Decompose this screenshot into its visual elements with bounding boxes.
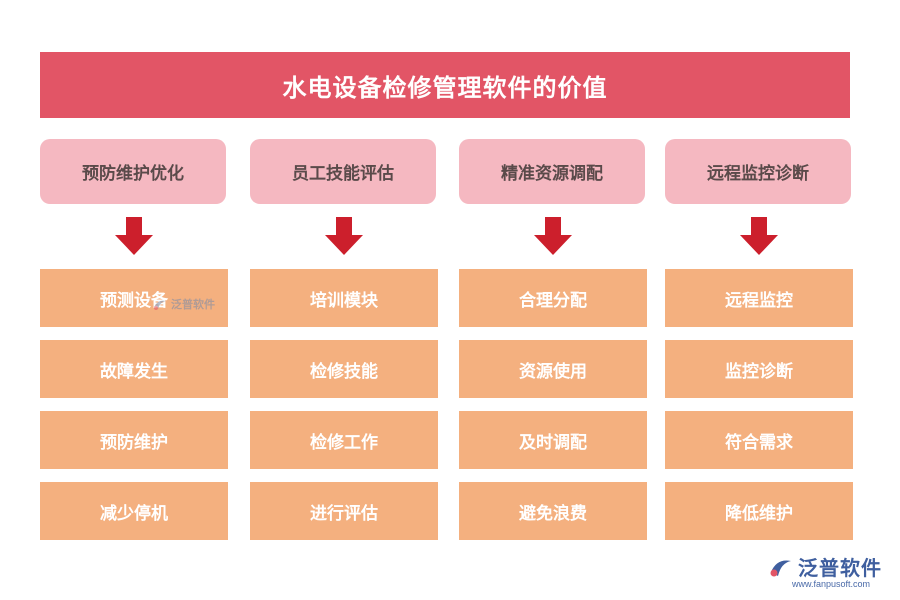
watermark: 泛普软件: [152, 296, 215, 312]
column-header: 精准资源调配: [459, 139, 645, 204]
column-resource-allocation: 精准资源调配 合理分配 资源使用 及时调配 避免浪费: [459, 0, 647, 600]
list-item: 预测设备: [40, 269, 228, 327]
column-header: 员工技能评估: [250, 139, 436, 204]
logo-text: 泛普软件: [798, 556, 882, 580]
list-item: 监控诊断: [665, 340, 853, 398]
logo-url: www.fanpusoft.com: [792, 579, 871, 589]
list-item: 预防维护: [40, 411, 228, 469]
column-skill-assessment: 员工技能评估 培训模块 检修技能 检修工作 进行评估: [250, 0, 438, 600]
watermark-text: 泛普软件: [171, 298, 215, 311]
down-arrow-icon: [325, 217, 363, 255]
list-item: 资源使用: [459, 340, 647, 398]
list-item: 降低维护: [665, 482, 853, 540]
column-header: 远程监控诊断: [665, 139, 851, 204]
down-arrow-icon: [740, 217, 778, 255]
list-item: 检修工作: [250, 411, 438, 469]
list-item: 远程监控: [665, 269, 853, 327]
column-preventive-maintenance: 预防维护优化 预测设备 故障发生 预防维护 减少停机: [40, 0, 228, 600]
fanpu-logo-icon: [154, 300, 166, 310]
list-item: 培训模块: [250, 269, 438, 327]
list-item: 检修技能: [250, 340, 438, 398]
column-header: 预防维护优化: [40, 139, 226, 204]
brand-logo: 泛普软件: [768, 552, 882, 581]
diagram-title: 水电设备检修管理软件的价值: [40, 52, 850, 118]
list-item: 合理分配: [459, 269, 647, 327]
list-item: 避免浪费: [459, 482, 647, 540]
list-item: 及时调配: [459, 411, 647, 469]
column-remote-monitoring: 远程监控诊断 远程监控 监控诊断 符合需求 降低维护: [665, 0, 853, 600]
down-arrow-icon: [115, 217, 153, 255]
down-arrow-icon: [534, 217, 572, 255]
list-item: 进行评估: [250, 482, 438, 540]
list-item: 符合需求: [665, 411, 853, 469]
list-item: 故障发生: [40, 340, 228, 398]
fanpu-logo-icon: [770, 559, 791, 576]
list-item: 减少停机: [40, 482, 228, 540]
